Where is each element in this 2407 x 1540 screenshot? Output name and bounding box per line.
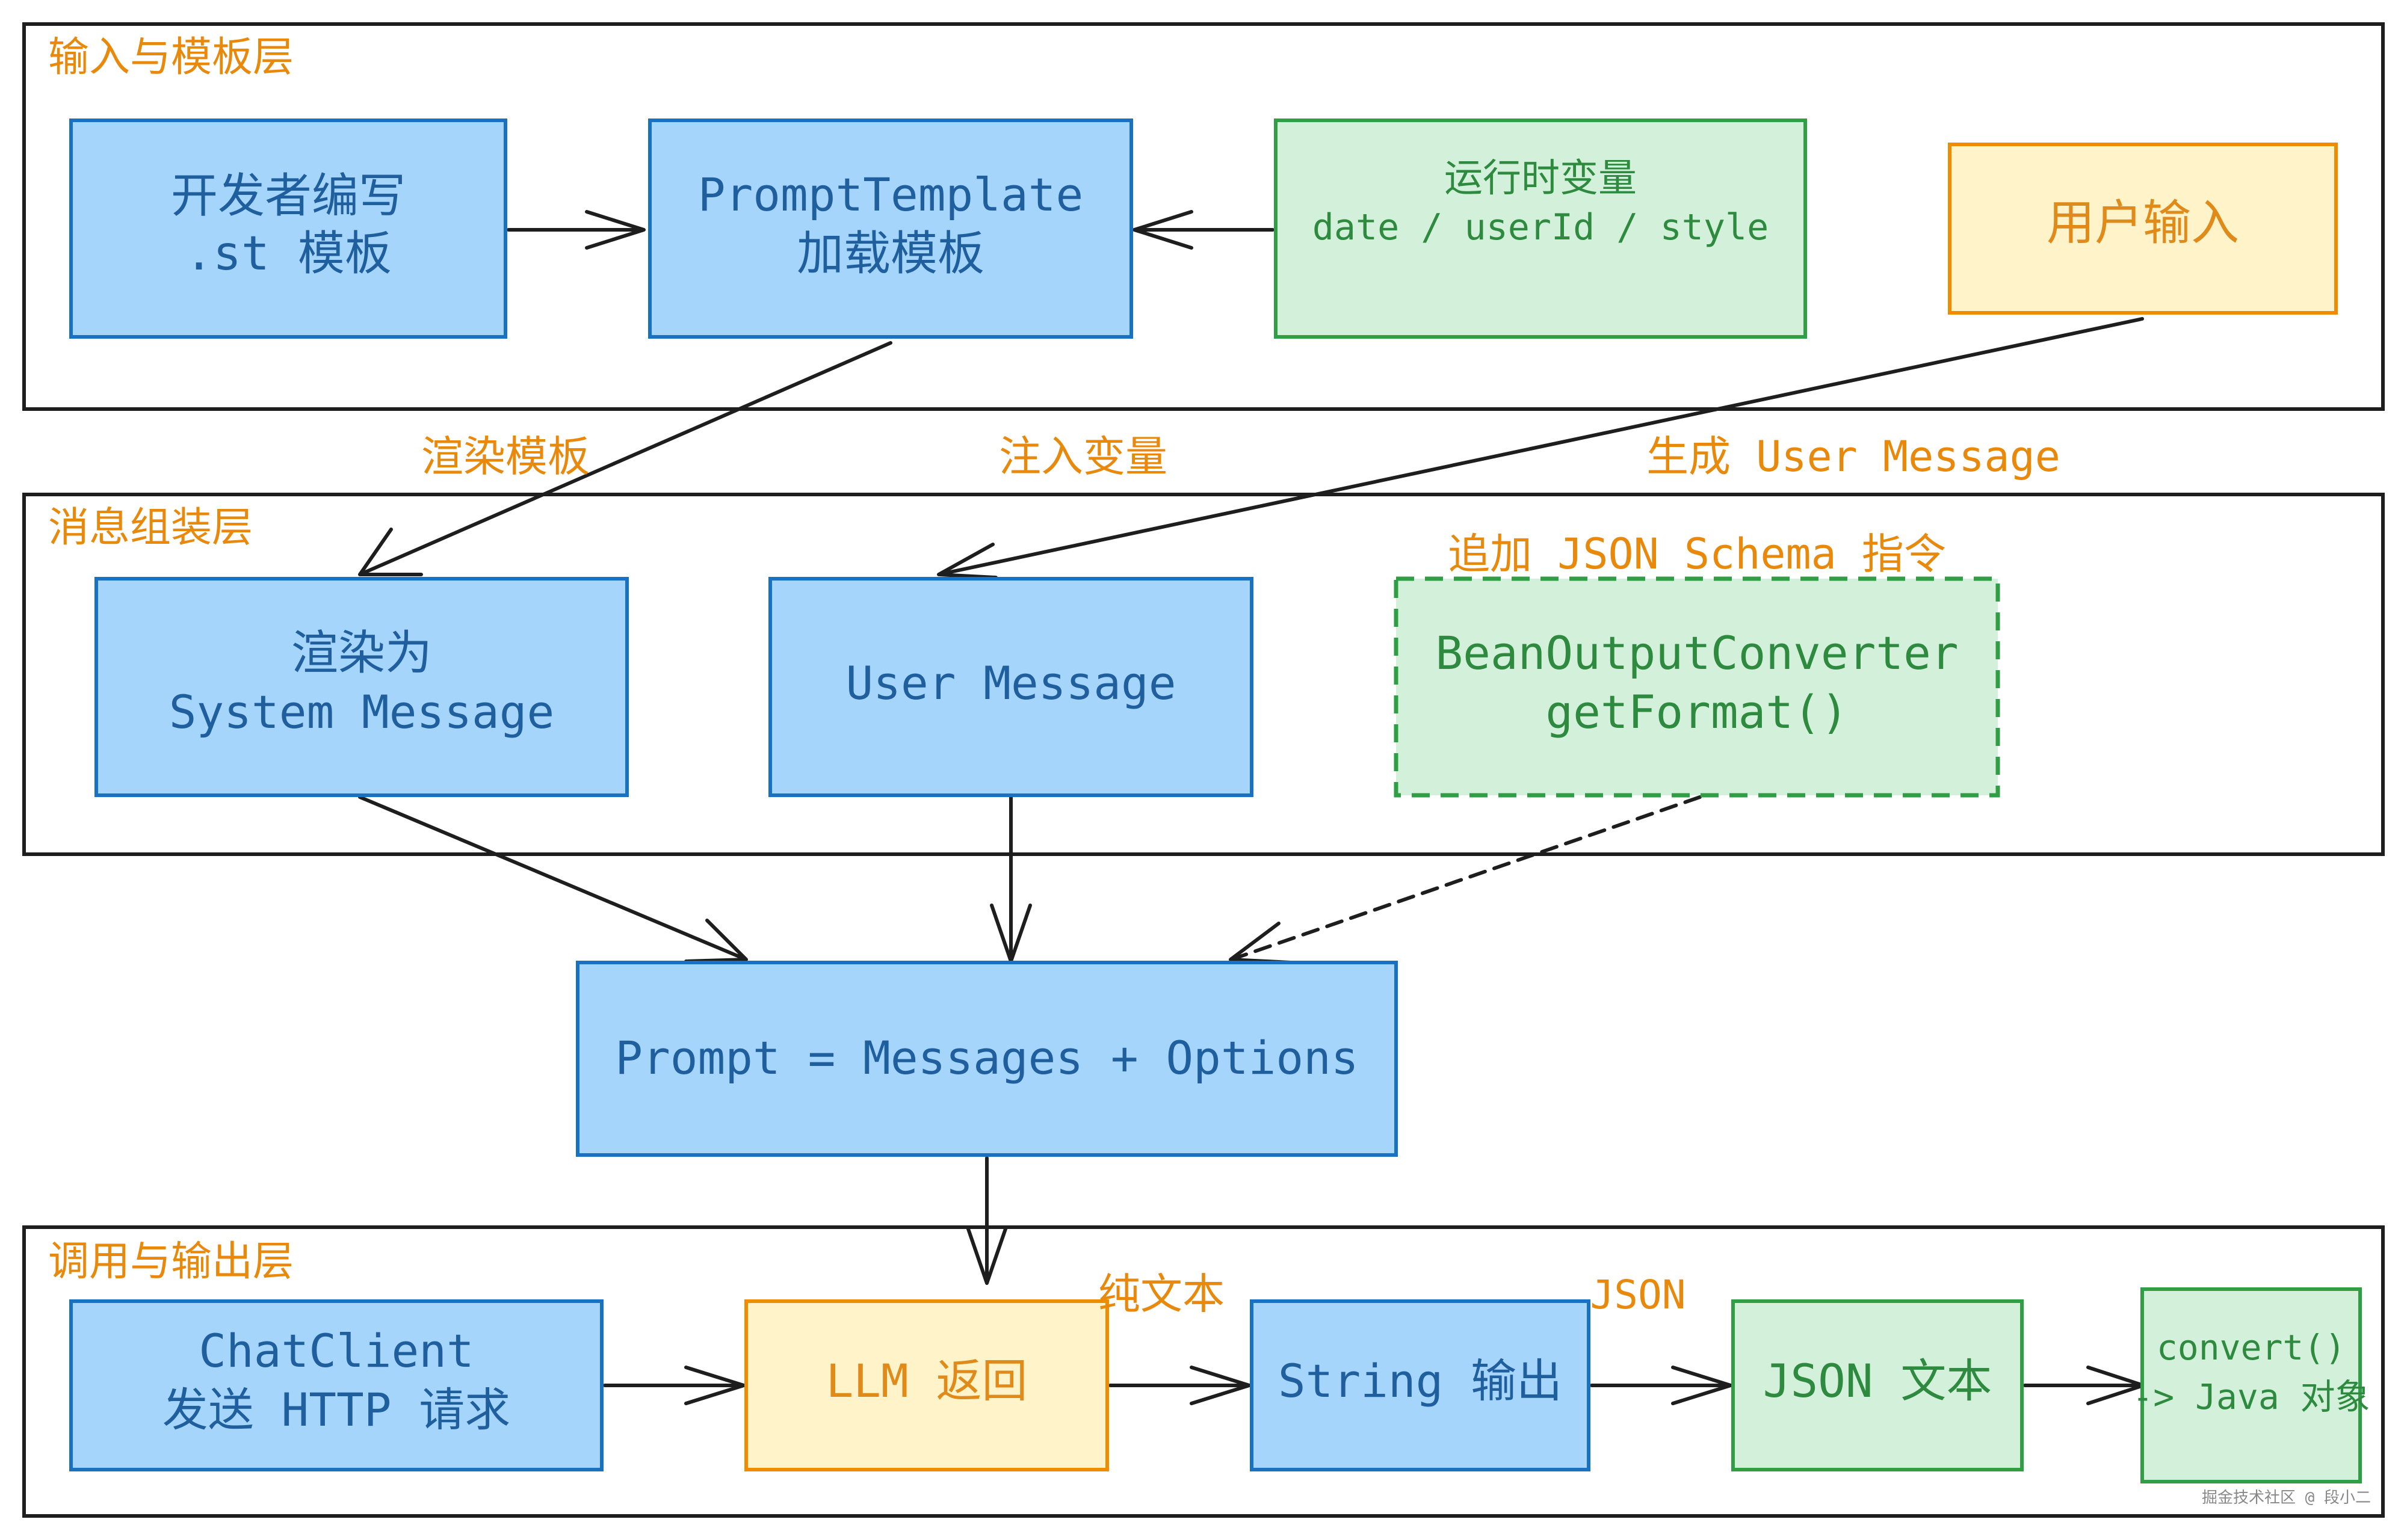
edge-chatclient-to-llm	[603, 1366, 746, 1405]
node-developer: 开发者编写 .st 模板	[69, 119, 507, 339]
edge-string-to-json	[1590, 1366, 1732, 1405]
edge-label-inject-vars: 注入变量	[999, 432, 1167, 481]
layer-title-invoke: 调用与输出层	[48, 1238, 294, 1286]
node-json-text: JSON 文本	[1731, 1299, 2024, 1471]
svg-text:String 输出: String 输出	[1278, 1354, 1562, 1408]
edge-usermsg-to-prompt	[990, 795, 1032, 963]
node-java-object: convert() -> Java 对象	[2132, 1287, 2370, 1483]
svg-text:Prompt = Messages + Options: Prompt = Messages + Options	[615, 1031, 1358, 1085]
edge-label-json: JSON	[1590, 1272, 1686, 1318]
svg-text:date / userId / style: date / userId / style	[1312, 206, 1769, 248]
svg-text:开发者编写: 开发者编写	[171, 169, 406, 223]
edge-prompt-to-invoke	[966, 1156, 1008, 1285]
edge-vars-to-template	[1132, 210, 1275, 250]
watermark: 掘金技术社区 @ 段小二	[2202, 1489, 2371, 1507]
layer-frame-assembly	[22, 493, 2385, 856]
svg-text:渲染为: 渲染为	[291, 626, 432, 680]
svg-text:System Message: System Message	[169, 685, 555, 739]
node-llm-return: LLM 返回	[744, 1299, 1109, 1471]
edge-label-gen-user-msg: 生成 User Message	[1646, 432, 2060, 481]
node-chat-client: ChatClient 发送 HTTP 请求	[69, 1299, 604, 1471]
node-bean-output-converter: BeanOutputConverter getFormat()	[1394, 576, 2000, 798]
svg-text:运行时变量: 运行时变量	[1444, 156, 1637, 201]
svg-text:发送 HTTP 请求: 发送 HTTP 请求	[162, 1383, 511, 1437]
edge-label-plain-text: 纯文本	[1098, 1269, 1225, 1319]
svg-text:.st 模板: .st 模板	[185, 227, 392, 281]
edge-developer-to-template	[507, 210, 646, 250]
edge-system-to-prompt	[358, 795, 748, 963]
layer-title-input: 输入与模板层	[48, 34, 294, 81]
svg-text:PromptTemplate: PromptTemplate	[698, 168, 1084, 221]
svg-text:User Message: User Message	[845, 656, 1176, 710]
svg-text:ChatClient: ChatClient	[199, 1324, 474, 1378]
svg-text:convert(): convert()	[2157, 1327, 2346, 1368]
node-prompt-template: PromptTemplate 加载模板	[648, 119, 1133, 339]
svg-text:JSON 文本: JSON 文本	[1763, 1354, 1992, 1408]
edge-userinput-to-usermsg	[937, 317, 2144, 579]
node-system-message: 渲染为 System Message	[94, 577, 629, 797]
node-prompt: Prompt = Messages + Options	[576, 961, 1398, 1157]
svg-text:LLM 返回: LLM 返回	[826, 1354, 1027, 1408]
svg-text:用户输入: 用户输入	[2047, 195, 2239, 251]
layer-frame-invoke	[22, 1225, 2385, 1518]
svg-text:加载模板: 加载模板	[797, 227, 984, 281]
edge-converter-to-prompt	[1235, 795, 1702, 959]
node-user-input: 用户输入	[1948, 143, 2338, 315]
edge-llm-to-string	[1108, 1366, 1251, 1405]
svg-text:BeanOutputConverter: BeanOutputConverter	[1435, 626, 1958, 680]
svg-text:-> Java 对象: -> Java 对象	[2132, 1376, 2370, 1417]
edge-template-to-system	[358, 341, 892, 576]
svg-text:getFormat(): getFormat()	[1545, 685, 1848, 739]
node-runtime-vars: 运行时变量 date / userId / style	[1274, 119, 1807, 339]
edge-label-append-schema: 追加 JSON Schema 指令	[1448, 529, 1946, 579]
edge-json-to-java	[2023, 1366, 2145, 1405]
layer-frame-input	[22, 22, 2385, 411]
node-string-output: String 输出	[1250, 1299, 1590, 1471]
node-user-message: User Message	[768, 577, 1253, 797]
edge-label-render-template: 渲染模板	[421, 432, 590, 481]
layer-title-assembly: 消息组装层	[48, 504, 253, 552]
